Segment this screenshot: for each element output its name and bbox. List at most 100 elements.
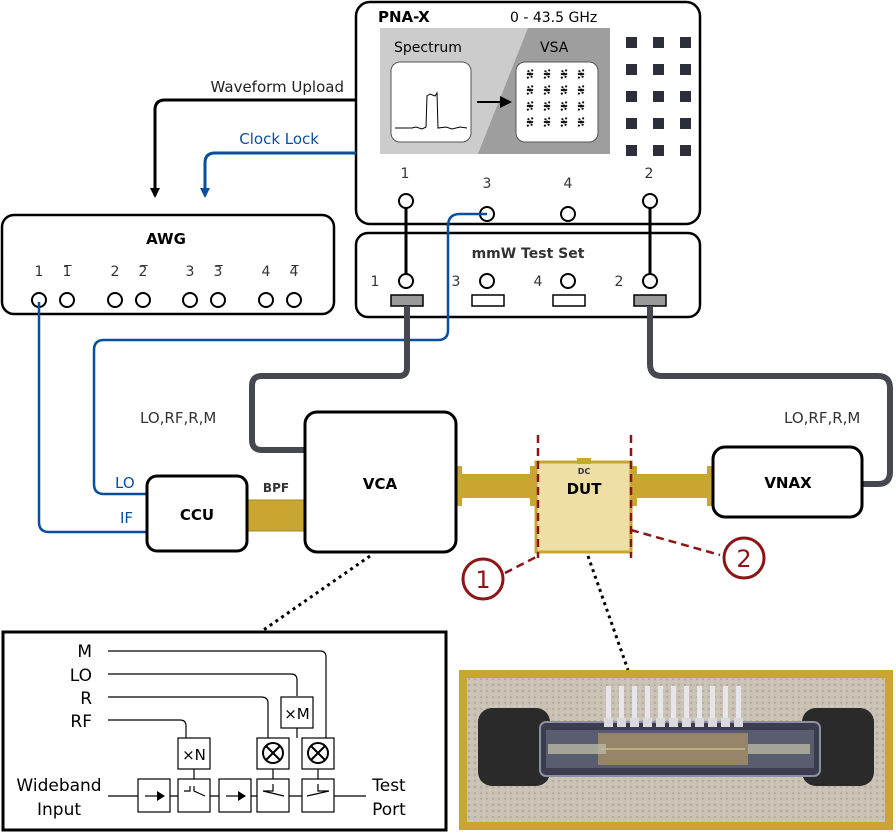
awg-port[interactable] bbox=[210, 292, 226, 308]
clock-lock-label: Clock Lock bbox=[239, 130, 319, 148]
mixer-r-icon bbox=[262, 742, 284, 764]
test-port-label-1: Test bbox=[371, 776, 406, 796]
pna-key[interactable] bbox=[626, 145, 637, 156]
ts-port-4[interactable] bbox=[560, 273, 576, 289]
awg-port-label: 2̅ bbox=[139, 264, 149, 280]
constellation-cluster bbox=[543, 69, 551, 79]
isolator-2-arrow-icon bbox=[238, 791, 246, 801]
clock-lock-line bbox=[200, 151, 356, 198]
mixer-m-icon bbox=[307, 742, 329, 764]
constellation-cluster bbox=[526, 85, 534, 95]
pna-key[interactable] bbox=[653, 64, 664, 75]
pna-port-2-label: 2 bbox=[645, 166, 654, 182]
bond-pad bbox=[656, 718, 665, 727]
pna-key[interactable] bbox=[653, 91, 664, 102]
constellation-cluster bbox=[526, 101, 534, 111]
constellation-cluster bbox=[577, 69, 585, 79]
pna-port-1-label: 1 bbox=[401, 166, 410, 182]
ts-port-1[interactable] bbox=[398, 273, 414, 289]
awg-port[interactable] bbox=[286, 292, 302, 308]
vca-zoom-leader bbox=[261, 554, 371, 633]
if-cable bbox=[37, 302, 147, 534]
ts-connector-2 bbox=[633, 294, 667, 307]
if-label: IF bbox=[120, 509, 133, 527]
pna-x-title: PNA-X bbox=[378, 8, 430, 26]
constellation-cluster bbox=[560, 117, 568, 127]
vca-detail-inset: M LO R RF ×M ×N Wideband In bbox=[1, 630, 448, 832]
inset-lo-label: LO bbox=[70, 666, 92, 686]
constellation-cluster bbox=[543, 85, 551, 95]
constellation-cluster bbox=[577, 85, 585, 95]
multiplier-xm bbox=[280, 696, 314, 729]
pna-port-1[interactable] bbox=[398, 193, 414, 209]
awg-port[interactable] bbox=[59, 292, 75, 308]
pna-port-2[interactable] bbox=[642, 193, 658, 209]
ts-port-1-label: 1 bbox=[371, 274, 380, 290]
awg-port[interactable] bbox=[135, 292, 151, 308]
pna-key[interactable] bbox=[680, 118, 691, 129]
ts-port-3[interactable] bbox=[479, 273, 495, 289]
pna-key[interactable] bbox=[626, 64, 637, 75]
bond-pad bbox=[643, 718, 652, 727]
pna-key[interactable] bbox=[626, 91, 637, 102]
mmw-test-set: mmW Test Set 1 3 4 2 bbox=[354, 231, 702, 319]
awg-port[interactable] bbox=[258, 292, 274, 308]
coupler-r bbox=[256, 778, 290, 813]
pna-key[interactable] bbox=[653, 145, 664, 156]
pna-key[interactable] bbox=[680, 64, 691, 75]
bond-pad bbox=[682, 718, 691, 727]
arrow-icon bbox=[500, 96, 512, 108]
xm-label: ×M bbox=[284, 705, 310, 723]
vca-label: VCA bbox=[363, 475, 398, 493]
awg-port-label: 4̅ bbox=[290, 264, 300, 280]
pna-key[interactable] bbox=[653, 118, 664, 129]
pna-key[interactable] bbox=[680, 37, 691, 48]
constellation-cluster bbox=[526, 69, 534, 79]
left-pad bbox=[478, 708, 550, 786]
pna-key[interactable] bbox=[626, 118, 637, 129]
test-set-cable-1 bbox=[249, 306, 410, 453]
xn-label: ×N bbox=[182, 746, 206, 764]
vca-dut-waveguide bbox=[456, 474, 536, 498]
pna-port-4-label: 4 bbox=[564, 176, 573, 192]
marker-2-label: 2 bbox=[736, 545, 751, 573]
bond-pad bbox=[695, 718, 704, 727]
pna-x-instrument: PNA-X 0 - 43.5 GHz Spectrum VSA 1 3 4 2 bbox=[354, 0, 702, 226]
awg-port-label: 4 bbox=[262, 264, 271, 280]
lo-cable bbox=[92, 212, 487, 496]
dut-vnax-waveguide bbox=[631, 474, 713, 498]
pna-port-4[interactable] bbox=[560, 206, 576, 222]
pna-key[interactable] bbox=[680, 145, 691, 156]
ts-port-4-label: 4 bbox=[534, 274, 543, 290]
inset-r-label: R bbox=[80, 689, 92, 709]
constellation-cluster bbox=[543, 101, 551, 111]
dut-zoom-leader bbox=[586, 555, 630, 671]
pna-x-range: 0 - 43.5 GHz bbox=[510, 10, 597, 26]
pna-key[interactable] bbox=[653, 37, 664, 48]
isolator-1-arrow-icon bbox=[157, 791, 165, 801]
vca-block: VCA bbox=[303, 410, 458, 554]
constellation-points bbox=[526, 69, 585, 127]
pna-key[interactable] bbox=[626, 37, 637, 48]
constellation-cluster bbox=[577, 101, 585, 111]
coupler-m bbox=[301, 778, 335, 813]
pna-key[interactable] bbox=[680, 91, 691, 102]
constellation-cluster bbox=[560, 101, 568, 111]
bond-pads bbox=[604, 686, 743, 727]
awg-port[interactable] bbox=[182, 292, 198, 308]
dut-block: DC DUT bbox=[534, 458, 633, 554]
pna-keypad bbox=[626, 37, 691, 156]
bond-pad bbox=[617, 718, 626, 727]
dc-label: DC bbox=[578, 467, 591, 476]
vnax-label: VNAX bbox=[764, 474, 812, 492]
waveform-upload-label: Waveform Upload bbox=[211, 78, 344, 96]
ts-port-2[interactable] bbox=[642, 273, 658, 289]
ts-connector-3 bbox=[471, 294, 505, 307]
test-set-cable-2 bbox=[647, 306, 893, 487]
awg-port[interactable] bbox=[107, 292, 123, 308]
inset-rf-label: RF bbox=[70, 712, 92, 732]
lo-label: LO bbox=[115, 474, 135, 492]
ts-connector-1 bbox=[390, 294, 424, 307]
vnax-block: VNAX bbox=[711, 445, 864, 519]
